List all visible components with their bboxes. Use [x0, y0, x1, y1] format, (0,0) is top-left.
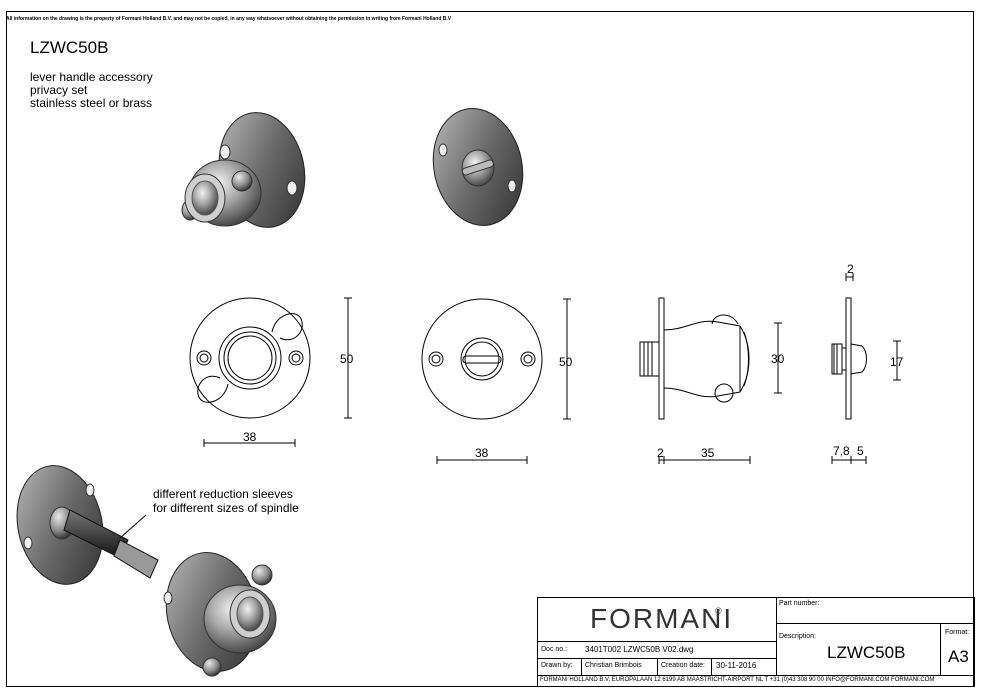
dim-edge-top: 2	[847, 262, 854, 276]
doc-no-value: 3401T002 LZWC50B V02.dwg	[585, 645, 694, 654]
front-view-dimensions	[203, 297, 352, 447]
footer-text: FORMANI HOLLAND B.V. EUROPALAAN 12 6199 …	[540, 677, 935, 683]
edge-view-dimensions	[831, 273, 901, 464]
drawn-by-label: Drawn by:	[541, 662, 573, 669]
dim-front-height: 50	[340, 352, 354, 366]
back-view-dimensions	[436, 298, 571, 464]
description-value: LZWC50B	[827, 643, 906, 662]
logo-registered-mark: ®	[715, 606, 722, 616]
formani-logo: FORMANI	[590, 603, 734, 634]
callout-line-2: for different sizes of spindle	[153, 501, 299, 515]
render-privacy-knob	[181, 112, 306, 228]
render-privacy-rose	[432, 108, 524, 226]
doc-no-label: Doc no.:	[541, 646, 568, 653]
dim-edge-a: 7,8	[833, 444, 850, 458]
part-number-label: Part number:	[779, 600, 820, 607]
back-view	[421, 298, 543, 420]
product-code: LZWC50B	[30, 38, 109, 57]
dim-side-plate: 2	[657, 446, 664, 460]
creation-date-label: Creation date:	[661, 662, 705, 669]
format-value: A3	[948, 647, 969, 666]
side-view-dimensions	[658, 322, 782, 464]
edge-view	[831, 297, 867, 420]
dim-front-width: 38	[243, 430, 257, 444]
dim-back-width: 38	[475, 446, 489, 460]
dim-edge-height: 17	[890, 355, 904, 369]
description-line-1: lever handle accessory	[30, 70, 153, 84]
description-line-3: stainless steel or brass	[30, 96, 153, 110]
dim-edge-b: 5	[857, 444, 864, 458]
footer-cell	[537, 675, 975, 687]
creation-date-value: 30-11-2016	[716, 661, 757, 670]
render-exploded-set	[16, 465, 277, 677]
format-label: Format:	[945, 629, 970, 636]
description-label: Description:	[779, 633, 816, 640]
drawn-by-value: Christian Brimbois	[585, 662, 642, 669]
description-line-2: privacy set	[30, 83, 88, 97]
front-view	[189, 297, 311, 419]
drawing-frame	[6, 11, 974, 687]
dim-back-height: 50	[559, 355, 573, 369]
side-view	[639, 297, 750, 420]
dim-side-height: 30	[771, 352, 785, 366]
disclaimer: All information on the drawing is the pr…	[6, 16, 452, 22]
callout-line-1: different reduction sleeves	[153, 487, 293, 501]
dim-side-depth: 35	[701, 446, 715, 460]
